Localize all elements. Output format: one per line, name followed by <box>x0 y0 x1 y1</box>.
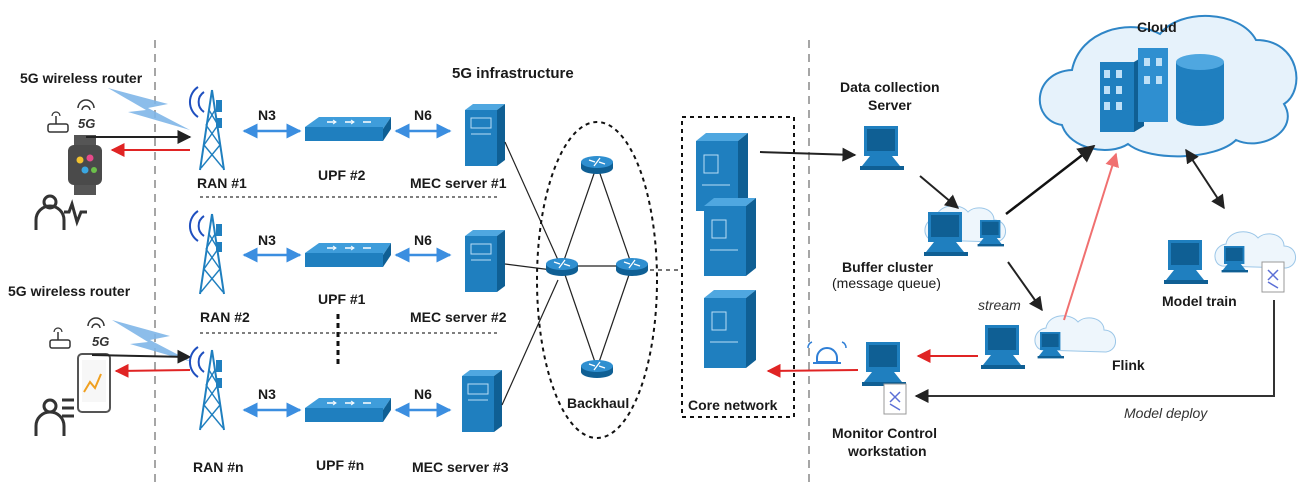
alarm-bell-icon <box>807 341 847 364</box>
data-collection-server-icon <box>860 126 904 170</box>
badge-5g-top: 5G <box>78 116 95 131</box>
cloud-datacenter-icon <box>1100 48 1224 132</box>
flink-label: Flink <box>1112 357 1145 373</box>
cloud-label: Cloud <box>1137 19 1177 35</box>
backhaul-boundary <box>536 121 658 439</box>
badge-5g-bottom: 5G <box>92 334 109 349</box>
buffer-cluster-sublabel: (message queue) <box>832 275 941 291</box>
monitor-label-1: Monitor Control <box>832 425 937 441</box>
mec-server-3-icon <box>461 369 503 433</box>
buffer-to-flink-arrow <box>1007 261 1043 312</box>
n3-label-1: N3 <box>258 107 276 123</box>
upf-switch-2 <box>304 116 392 142</box>
flink-pc-1 <box>981 325 1025 369</box>
backhaul-router-bottom <box>580 359 614 379</box>
upf2-label: UPF #2 <box>318 167 366 183</box>
buffer-cluster-label: Buffer cluster <box>842 259 934 275</box>
upfn-label: UPF #n <box>316 457 364 473</box>
ran-tower-2 <box>188 210 225 295</box>
ran-tower-n <box>188 346 225 431</box>
collection-to-buffer-arrow <box>919 175 960 209</box>
data-collection-label-1: Data collection <box>840 79 940 95</box>
core-rack-2 <box>703 197 757 277</box>
backhaul-router-left <box>545 257 579 277</box>
data-collection-label-2: Server <box>868 97 912 113</box>
core-to-collection-arrow <box>759 147 857 162</box>
uplink-arrow-bottom <box>91 349 192 364</box>
wireless-router-icon-bottom: 5G <box>49 317 109 349</box>
n6-label-n: N6 <box>414 386 432 402</box>
smartwatch-icon <box>68 135 102 195</box>
stream-label: stream <box>978 297 1021 313</box>
core-network-label: Core network <box>688 397 778 413</box>
cloud-model-train-arrow <box>1185 148 1225 210</box>
mec-server-2-icon <box>464 229 506 293</box>
rann-label: RAN #n <box>193 459 244 475</box>
n3-label-2: N3 <box>258 232 276 248</box>
model-file-icon-monitor <box>883 383 907 415</box>
wireless-link-bolt-top <box>108 88 190 130</box>
n6-label-2: N6 <box>414 232 432 248</box>
mec1-label: MEC server #1 <box>410 175 507 191</box>
mec1-backhaul-link <box>504 141 559 261</box>
mec-server-1-icon <box>464 103 506 167</box>
backhaul-link-b <box>596 164 633 267</box>
ran2-label: RAN #2 <box>200 309 250 325</box>
backhaul-link-e <box>596 265 633 369</box>
infrastructure-title: 5G infrastructure <box>452 65 574 82</box>
router-top-label: 5G wireless router <box>20 70 143 86</box>
flink-to-cloud-arrow <box>1063 152 1119 321</box>
monitor-to-core-arrow <box>766 363 859 378</box>
core-rack-3 <box>703 289 757 369</box>
buffer-cluster-pc-1 <box>924 212 968 256</box>
backhaul-router-right <box>615 257 649 277</box>
model-train-pc-1 <box>1164 240 1208 284</box>
core-network-boundary <box>681 116 795 418</box>
mec2-backhaul-link <box>504 263 553 271</box>
model-deploy-label: Model deploy <box>1124 405 1208 421</box>
model-file-icon-train <box>1261 261 1285 293</box>
upf1-label: UPF #1 <box>318 291 366 307</box>
upf-switch-n <box>304 397 392 423</box>
upf-switch-1 <box>304 242 392 268</box>
wireless-link-bolt-bottom <box>112 320 192 362</box>
backhaul-label: Backhaul <box>567 395 629 411</box>
buffer-to-cloud-arrow <box>1005 144 1096 215</box>
backhaul-link-a <box>561 164 598 267</box>
model-deploy-arrow <box>914 300 1275 403</box>
smartphone-icon <box>77 353 111 413</box>
model-train-label: Model train <box>1162 293 1237 309</box>
monitor-label-2: workstation <box>847 443 927 459</box>
ran-tower-1 <box>188 86 225 171</box>
person-list-icon <box>34 398 74 436</box>
router-bottom-label: 5G wireless router <box>8 283 131 299</box>
n6-label-1: N6 <box>414 107 432 123</box>
buffer-cluster-pc-2 <box>977 220 1004 247</box>
mec3-label: MEC server #3 <box>412 459 509 475</box>
monitor-workstation-icon <box>862 342 906 386</box>
wireless-router-icon-top: 5G <box>47 99 95 133</box>
mec3-backhaul-link <box>501 279 559 406</box>
backhaul-link-d <box>561 265 598 369</box>
flink-pc-2 <box>1037 332 1064 359</box>
n3-label-n: N3 <box>258 386 276 402</box>
mec2-label: MEC server #2 <box>410 309 507 325</box>
downlink-arrow-bottom <box>114 363 191 378</box>
person-heartbeat-icon <box>34 194 87 230</box>
backhaul-router-top <box>580 155 614 175</box>
cloud-shape <box>1038 15 1298 158</box>
ran1-label: RAN #1 <box>197 175 247 191</box>
model-train-pc-2 <box>1221 246 1248 273</box>
